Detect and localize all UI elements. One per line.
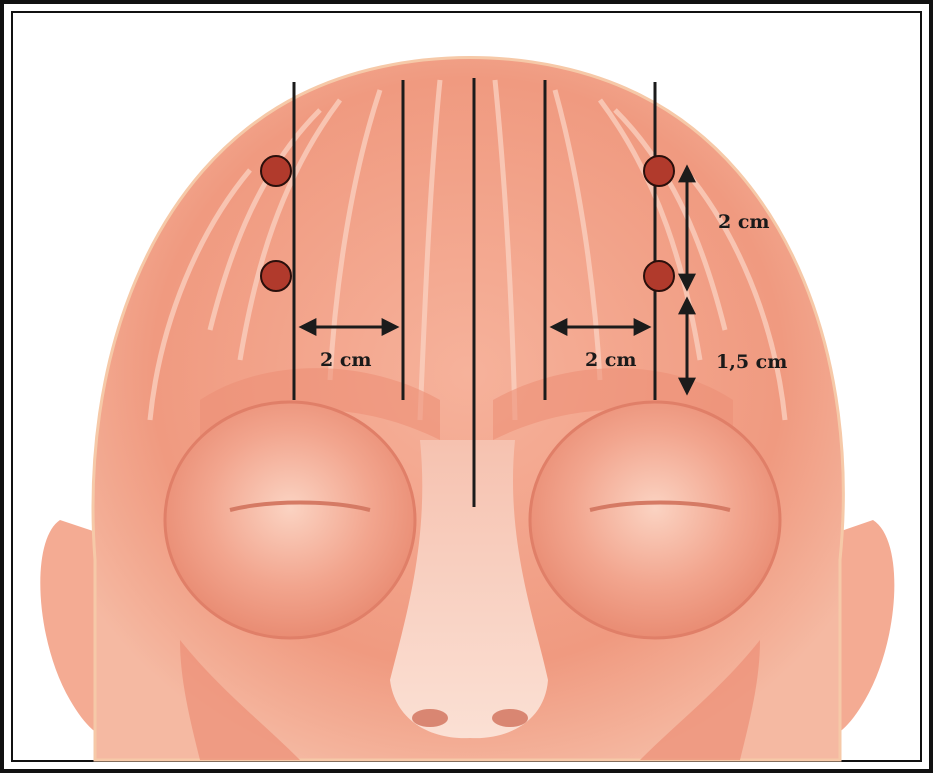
right-nostril: [492, 709, 528, 727]
left-nostril: [412, 709, 448, 727]
injection-point: [644, 261, 674, 291]
right-vertical-lower-label: 1,5 cm: [716, 351, 787, 373]
right-vertical-upper-label: 2 cm: [718, 211, 770, 233]
injection-point: [644, 156, 674, 186]
right-eye-orbit: [530, 402, 780, 638]
left-horizontal-label: 2 cm: [320, 349, 372, 371]
injection-point: [261, 156, 291, 186]
right-horizontal-label: 2 cm: [585, 349, 637, 371]
left-eye-orbit: [165, 402, 415, 638]
injection-point: [261, 261, 291, 291]
